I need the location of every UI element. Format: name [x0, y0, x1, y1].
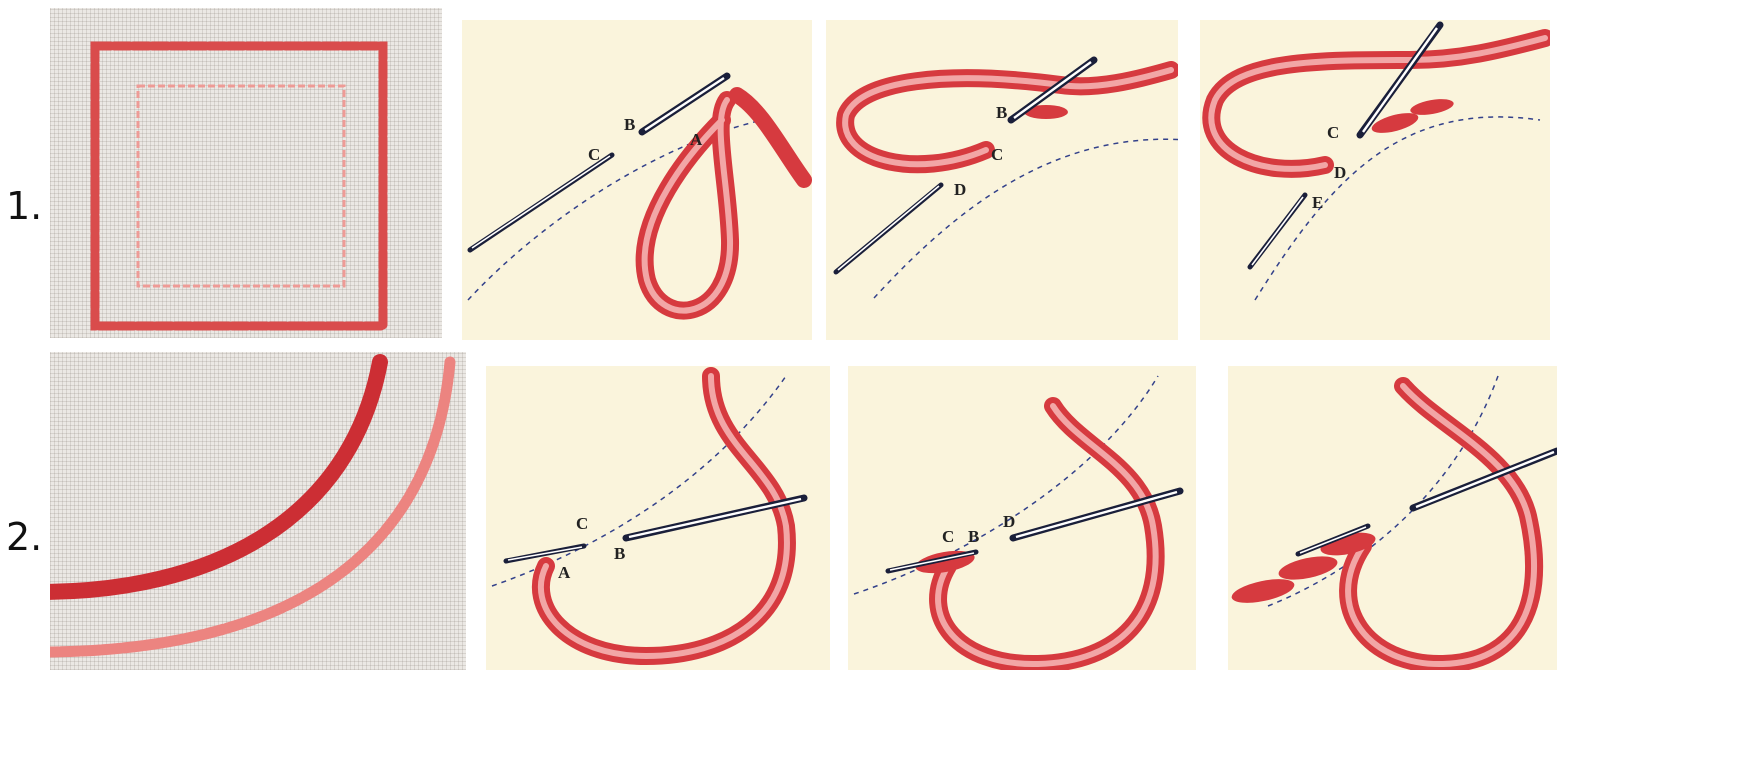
curved-stitches — [50, 352, 466, 670]
label-c: C — [576, 514, 588, 533]
label-c: C — [942, 527, 954, 546]
square-outline-photo — [50, 8, 442, 338]
label-b: B — [996, 103, 1007, 122]
row2-step2-illustration: C B D — [848, 366, 1196, 670]
row-1-number: 1. — [6, 184, 42, 228]
curved-outline-photo — [50, 352, 466, 670]
row1-step1-illustration: C B A — [462, 20, 812, 340]
label-a: A — [558, 563, 571, 582]
square-stitches — [50, 8, 442, 338]
label-c: C — [1327, 123, 1339, 142]
label-d: D — [1334, 163, 1346, 182]
label-c: C — [991, 145, 1003, 164]
label-b: B — [614, 544, 625, 563]
label-a: A — [690, 130, 703, 149]
row2-step3-illustration — [1228, 366, 1557, 670]
label-e: E — [1312, 193, 1323, 212]
label-d: D — [1003, 512, 1015, 531]
row1-step3-illustration: C D E — [1200, 20, 1550, 340]
label-b: B — [624, 115, 635, 134]
row1-step2-illustration: B C D — [826, 20, 1178, 340]
label-d: D — [954, 180, 966, 199]
label-b: B — [968, 527, 979, 546]
label-c: C — [588, 145, 600, 164]
row-2-number: 2. — [6, 515, 42, 559]
row2-step1-illustration: C B A — [486, 366, 830, 670]
